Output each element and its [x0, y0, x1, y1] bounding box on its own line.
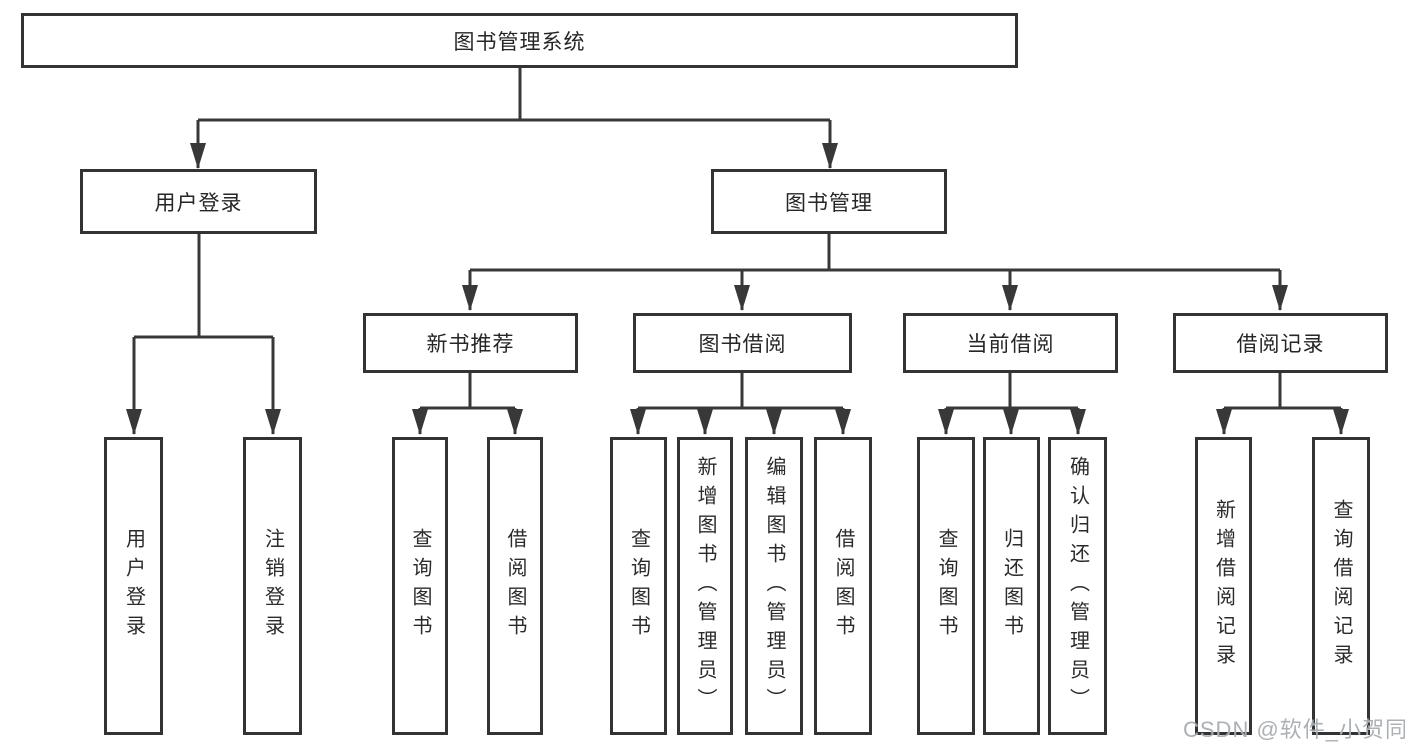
- leaf-borrow-query-books: 查询图书: [610, 437, 667, 735]
- node-book-borrow: 图书借阅: [633, 313, 852, 373]
- leaf-logout-label: 注销登录: [261, 528, 284, 644]
- leaf-recommend-borrow-books-label: 借阅图书: [504, 528, 526, 644]
- node-book-borrow-label: 图书借阅: [698, 333, 787, 356]
- leaf-recommend-query-books: 查询图书: [392, 437, 448, 735]
- leaf-record-add-label: 新增借阅记录: [1212, 499, 1235, 673]
- leaf-record-query-label: 查询借阅记录: [1330, 499, 1352, 673]
- node-book-management-label: 图书管理: [785, 191, 873, 215]
- node-new-book-recommend: 新书推荐: [363, 313, 578, 373]
- node-current-borrow: 当前借阅: [903, 313, 1118, 373]
- leaf-current-confirm-return: 确认归还（管理员）: [1048, 437, 1107, 735]
- leaf-borrow-query-books-label: 查询图书: [627, 528, 650, 644]
- connector-user-login-bus: [134, 234, 273, 339]
- connector-current-bus: [946, 373, 1078, 410]
- leaf-borrow-borrow-books: 借阅图书: [814, 437, 872, 735]
- node-root-label: 图书管理系统: [453, 30, 586, 54]
- node-current-borrow-label: 当前借阅: [966, 333, 1055, 356]
- leaf-current-return-books-label: 归还图书: [1000, 528, 1023, 644]
- leaf-current-query-books: 查询图书: [917, 437, 975, 735]
- connector-record-bus: [1224, 373, 1341, 410]
- node-user-login: 用户登录: [80, 169, 317, 234]
- leaf-record-query: 查询借阅记录: [1312, 437, 1370, 735]
- leaf-logout: 注销登录: [243, 437, 302, 735]
- leaf-borrow-add-books-label: 新增图书（管理员）: [694, 455, 716, 717]
- leaf-recommend-borrow-books: 借阅图书: [487, 437, 543, 735]
- leaf-record-add: 新增借阅记录: [1195, 437, 1252, 735]
- node-root-system: 图书管理系统: [21, 13, 1018, 68]
- connector-borrow-bus: [638, 373, 843, 410]
- node-user-login-label: 用户登录: [154, 191, 243, 215]
- node-book-management: 图书管理: [711, 169, 947, 234]
- connector-recommend-bus: [420, 373, 515, 410]
- leaf-borrow-edit-books: 编辑图书（管理员）: [745, 437, 803, 735]
- leaf-borrow-borrow-books-label: 借阅图书: [832, 528, 854, 644]
- leaf-borrow-edit-books-label: 编辑图书（管理员）: [763, 455, 785, 717]
- csdn-watermark: CSDN @软件_小贺同学: [1183, 717, 1405, 742]
- leaf-user-login-label: 用户登录: [122, 528, 145, 644]
- connector-book-management-bus: [470, 234, 1280, 272]
- leaf-current-query-books-label: 查询图书: [935, 528, 957, 644]
- leaf-user-login: 用户登录: [104, 437, 163, 735]
- leaf-current-return-books: 归还图书: [983, 437, 1040, 735]
- node-borrow-record: 借阅记录: [1173, 313, 1388, 373]
- node-new-book-recommend-label: 新书推荐: [426, 333, 515, 356]
- leaf-borrow-add-books: 新增图书（管理员）: [677, 437, 733, 735]
- connector-root-bus: [198, 68, 830, 122]
- leaf-recommend-query-books-label: 查询图书: [409, 528, 431, 644]
- leaf-current-confirm-return-label: 确认归还（管理员）: [1066, 455, 1089, 717]
- node-borrow-record-label: 借阅记录: [1236, 333, 1325, 356]
